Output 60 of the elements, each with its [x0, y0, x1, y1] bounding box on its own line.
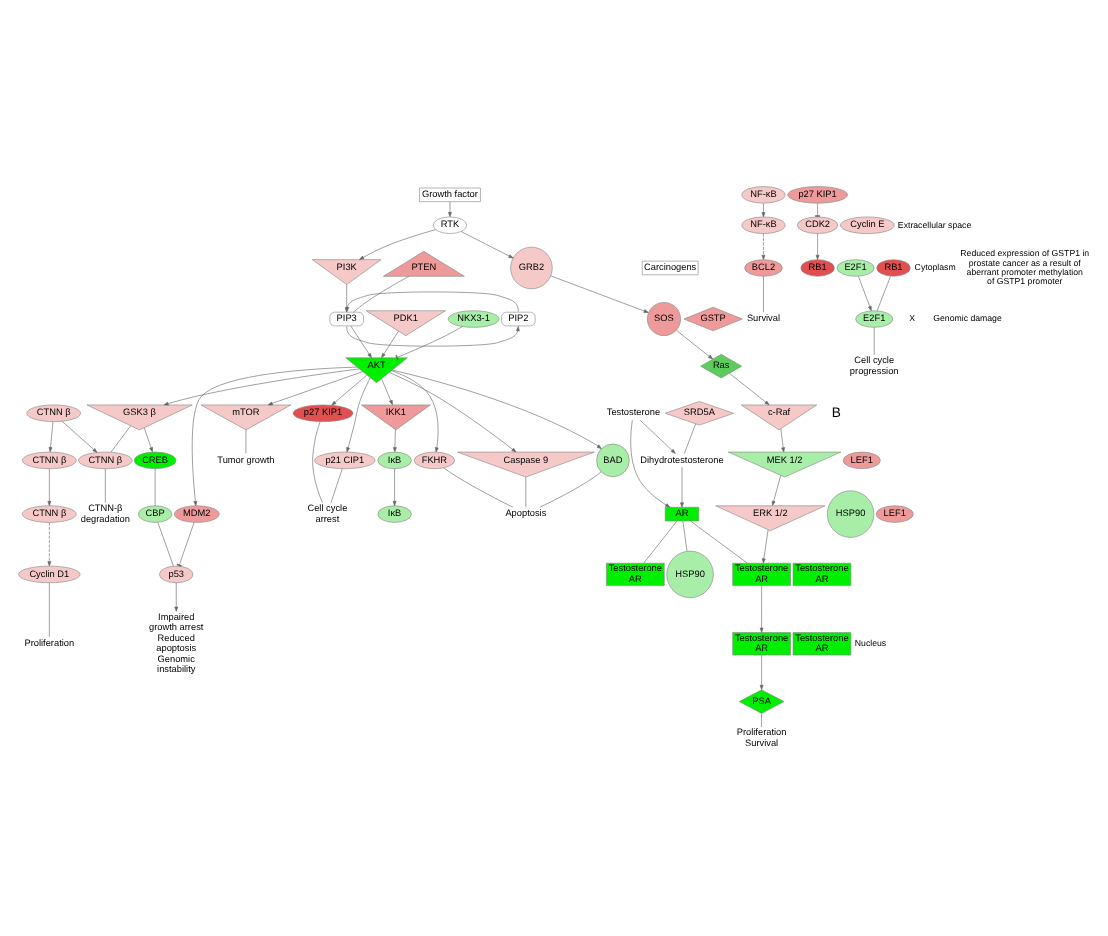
connector: [353, 276, 410, 313]
arrow: [858, 276, 872, 311]
arrow: [393, 429, 397, 453]
arrow: [639, 419, 676, 454]
connector: [525, 476, 527, 508]
connector: [876, 276, 891, 311]
connector: [643, 520, 678, 564]
connector: [761, 713, 762, 728]
arrow: [144, 427, 153, 453]
connector: [815, 203, 821, 218]
arrow: [331, 374, 368, 406]
connector: [157, 522, 174, 567]
arrow: [359, 229, 436, 260]
connector: [105, 468, 106, 504]
connector: [154, 468, 156, 506]
arrow: [759, 585, 764, 633]
connector: [763, 276, 764, 313]
arrow: [48, 421, 54, 453]
arrow: [448, 201, 452, 218]
arrow: [759, 654, 764, 690]
arrow: [346, 377, 371, 453]
arrow: [729, 373, 770, 406]
connector: [682, 520, 688, 552]
connector: [312, 421, 323, 504]
arrow: [815, 233, 820, 260]
arrow: [381, 330, 399, 358]
arrow: [392, 468, 397, 506]
connector: [539, 471, 602, 508]
arrow: [761, 233, 766, 260]
arrow: [550, 275, 649, 313]
arrow: [381, 378, 393, 406]
connector: [690, 520, 748, 564]
arrow: [391, 370, 439, 453]
arrow: [47, 468, 52, 506]
arrow: [389, 372, 517, 453]
connector: [110, 425, 131, 453]
connector: [176, 522, 195, 567]
arrow: [346, 326, 520, 347]
arrow: [174, 582, 179, 612]
connector: [873, 327, 875, 356]
connector: [443, 467, 514, 508]
arrow: [350, 325, 372, 359]
arrow: [780, 428, 785, 453]
arrow: [61, 420, 98, 453]
connector: [330, 468, 343, 504]
connector: [395, 326, 463, 360]
arrow: [762, 529, 769, 564]
arrow: [163, 368, 360, 406]
arrow: [676, 329, 713, 360]
connector: [684, 423, 696, 454]
arrow: [680, 466, 684, 508]
arrow: [761, 203, 766, 218]
connector: [245, 429, 247, 454]
arrow: [771, 475, 782, 506]
connector: [49, 582, 50, 638]
arrow: [391, 369, 602, 449]
arrow: [630, 419, 671, 508]
arrow: [267, 371, 363, 406]
arrow: [47, 522, 52, 567]
arrow: [460, 231, 514, 259]
